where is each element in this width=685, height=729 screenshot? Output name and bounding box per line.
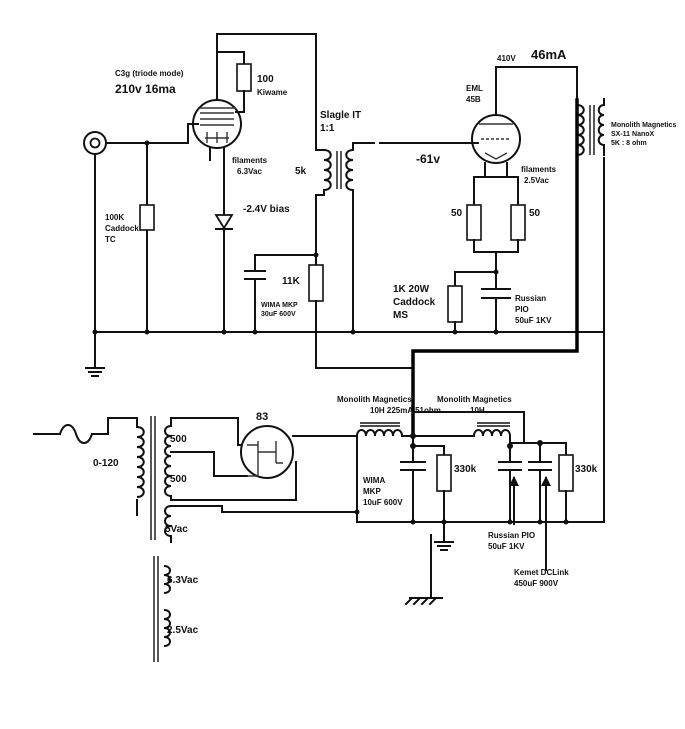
grid-resistor [139,204,155,231]
secondary-25v-label: 2.5Vac [167,625,199,636]
cathode-resistor-type-label: MS [393,310,408,321]
cathode-resistor-1k [447,285,463,323]
choke-1 [356,422,403,437]
bias-diode [214,214,234,230]
output-transformer [576,104,605,156]
cathode-bypass-cap [481,288,511,299]
c3g-filament-voltage-label: 6.3Vac [237,167,262,176]
ot-model-label: SX-11 NanoX [611,131,655,138]
c3g-title-label: C3g (triode mode) [115,69,184,78]
b-plus-line [411,98,579,438]
tube-45b-type-label: 45B [466,95,481,104]
secondary-5v-label: 5Vac [165,524,188,535]
filter-cap-kemet [528,461,552,471]
bleeder1-label: 330k [454,464,477,475]
choke2-spec-label: 10H [470,406,485,415]
wima-coupling-cap [244,270,266,280]
bias-label: -2.4V bias [243,204,290,215]
filament-45b-voltage-label: 2.5Vac [524,176,549,185]
tube-45b-brand-label: EML [466,84,483,93]
plate-resistor-brand-label: Kiwame [257,88,288,97]
filter-cap1-value-label: 10uF 600V [363,498,403,507]
filter-cap3-brand-label: Kemet DCLink [514,568,569,577]
ot-ratio-label: 5K : 8 ohm [611,140,647,147]
choke1-spec-label: 10H 225mA 51ohm [370,406,441,415]
slagle-interstage-transformer [323,149,354,191]
cathode-resistor-brand-label: Caddock [393,297,436,308]
slagle-it-impedance-label: 5k [295,166,307,177]
resistor-11k-label: 11K [282,276,301,287]
filter-cap-wima [400,461,426,471]
c3g-operating-point-label: 210v 16ma [115,82,176,96]
grid-resistor-brand-label: Caddock [105,224,139,233]
filament-resistor-left-50 [466,204,482,241]
eml-45b-tube [471,114,521,164]
secondary-hv1-label: 500 [170,434,187,445]
bleeder-resistor-1 [436,454,452,492]
filter-cap2-brand-label: Russian PIO [488,531,535,540]
grid-resistor-value-label: 100K [105,213,124,222]
chassis-ground-symbol [404,596,443,606]
ot-brand-label: Monolith Magnetics [611,122,676,129]
primary-voltage-label: 0-120 [93,458,119,469]
c3g-tube [192,99,242,149]
cathode-resistor-value-label: 1K 20W [393,284,430,295]
choke1-brand-label: Monolith Magnetics [337,395,412,404]
wima-cap-brand-label: WIMA MKP [261,302,298,309]
power-transformer-primary [136,426,145,498]
slagle-it-ratio-label: 1:1 [320,123,335,134]
choke2-brand-label: Monolith Magnetics [437,395,512,404]
cathode-cap-type-label: PIO [515,305,529,314]
filament-resistor-left-label: 50 [451,208,463,219]
bleeder2-label: 330k [575,464,598,475]
power-transformer-secondary [164,425,172,537]
output-voltage-label: 410V [497,54,516,63]
filter-cap3-value-label: 450uF 900V [514,579,559,588]
slagle-it-label: Slagle IT [320,110,361,121]
c3g-filaments-label: filaments [232,156,268,165]
plate-resistor-value-label: 100 [257,74,274,85]
secondary-63v-label: 6.3Vac [167,575,199,586]
wima-cap-value-label: 30uF 600V [261,311,296,318]
grid-voltage-45b-label: -61v [416,152,440,166]
bleeder-resistor-2 [558,454,574,492]
plate-resistor-100 [236,63,252,92]
grid-resistor-type-label: TC [105,235,116,244]
junction-dots [92,140,569,525]
rectifier-tube-label: 83 [256,411,268,423]
filter-cap-russian-pio [498,461,522,471]
choke-2 [473,422,511,437]
output-current-label: 46mA [531,47,567,62]
secondary-hv2-label: 500 [170,474,187,485]
filter-cap2-value-label: 50uF 1KV [488,542,525,551]
ground-symbol-input [85,367,105,377]
input-jack [83,131,107,155]
cathode-cap-value-label: 50uF 1KV [515,316,552,325]
filament-resistor-right-50 [510,204,526,241]
filter-cap1-type-label: MKP [363,487,381,496]
filament-45b-label: filaments [521,165,557,174]
ground-symbol-psu [434,541,454,551]
filter-cap1-brand-label: WIMA [363,476,385,485]
rectifier-83-tube [240,425,294,479]
cathode-cap-brand-label: Russian [515,294,546,303]
resistor-11k [308,264,324,302]
filament-resistor-right-label: 50 [529,208,541,219]
